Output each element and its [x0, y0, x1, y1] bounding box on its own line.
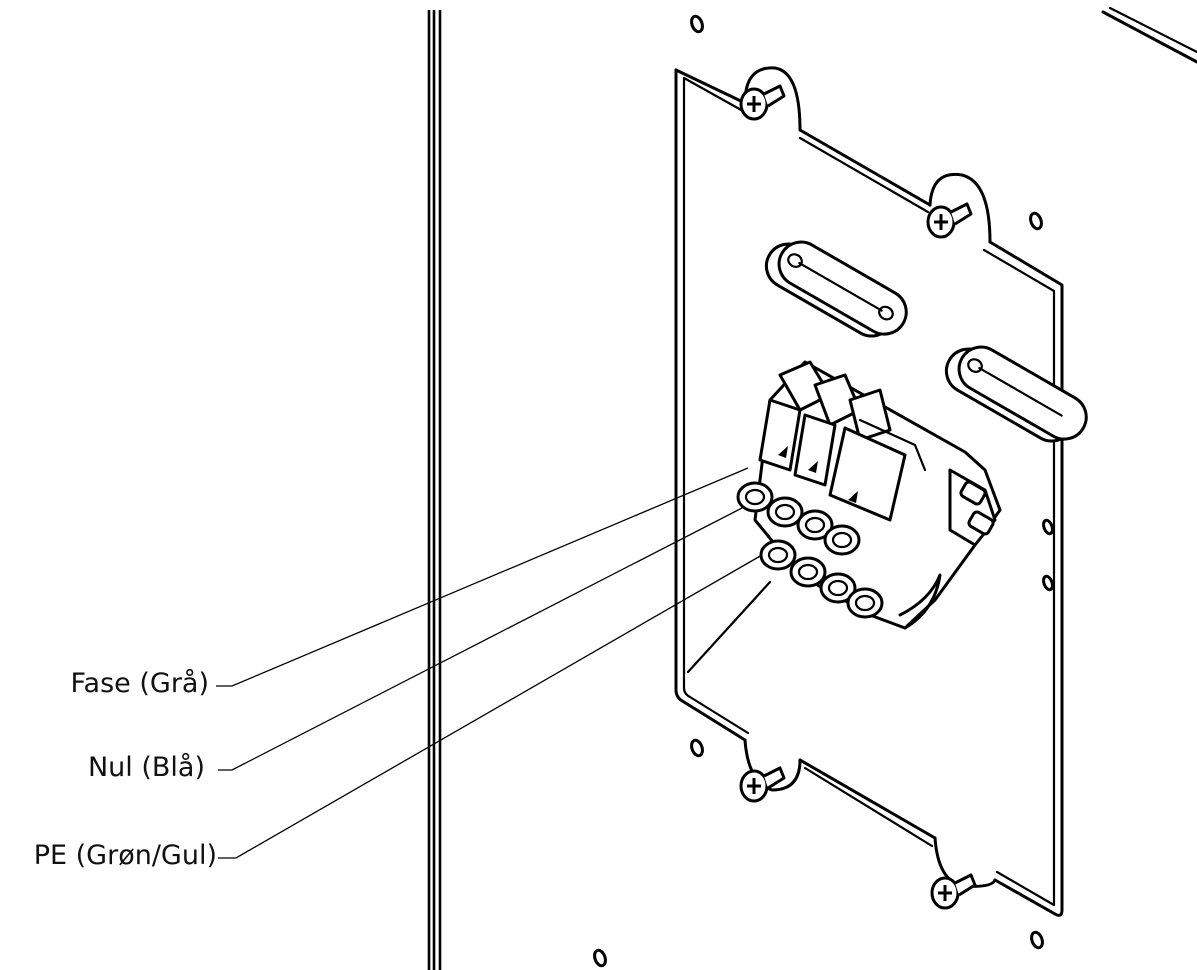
- wall-edge: [427, 10, 442, 970]
- screws: [739, 84, 977, 910]
- terminal-block: [736, 360, 1002, 630]
- earth-label: PE (Grøn/Gul): [33, 840, 217, 871]
- cover-edge: [1101, 6, 1197, 64]
- mounting-plate: [674, 66, 1064, 917]
- earth-wire: [686, 580, 772, 674]
- wall-holes: [593, 14, 1054, 968]
- phase-label: Fase (Grå): [70, 668, 210, 699]
- cable-clamps: [764, 240, 1088, 443]
- leader-lines: [216, 467, 763, 859]
- neutral-label: Nul (Blå): [87, 752, 205, 783]
